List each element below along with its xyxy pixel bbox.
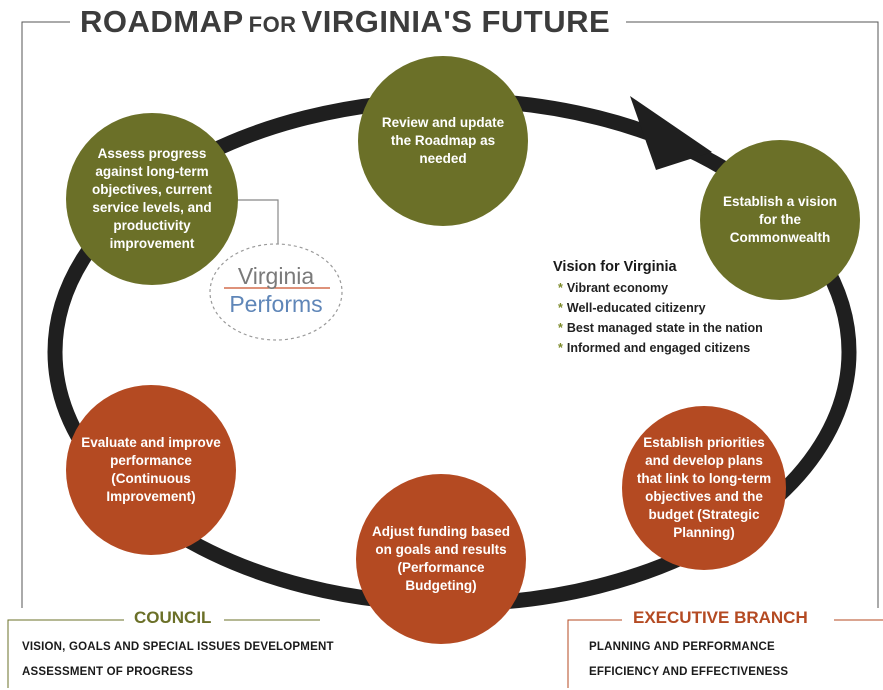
vision-item: *Informed and engaged citizens [553, 338, 763, 358]
title-part-3: VIRGINIA'S FUTURE [301, 4, 611, 39]
virginia-performs-outline [209, 243, 343, 341]
star-icon: * [558, 321, 563, 335]
step-review-circle: Review and update the Roadmap as needed [358, 56, 528, 226]
step-strategic-planning-text: Establish priorities and develop plans t… [636, 435, 772, 540]
star-icon: * [558, 341, 563, 355]
step-vision-text: Establish a vision for the Commonwealth [722, 194, 838, 245]
council-line-2: ASSESSMENT OF PROGRESS [22, 666, 194, 678]
council-title: COUNCIL [134, 608, 212, 627]
step-budgeting-circle: Adjust funding based on goals and result… [356, 474, 526, 644]
step-review-text: Review and update the Roadmap as needed [381, 115, 505, 166]
step-vision-circle: Establish a vision for the Commonwealth [700, 140, 860, 300]
step-assess-circle: Assess progress against long-term object… [66, 113, 238, 285]
executive-title: EXECUTIVE BRANCH [633, 608, 808, 627]
council-panel-border [7, 619, 320, 688]
step-strategic-planning-circle: Establish priorities and develop plans t… [622, 406, 786, 570]
virginia-performs-line1: Virginia [237, 263, 315, 289]
executive-panel-border [567, 619, 883, 688]
vision-item-text: Informed and engaged citizens [566, 341, 751, 355]
vision-item: *Well-educated citizenry [553, 298, 763, 318]
frame-right-line [626, 21, 879, 608]
step-budgeting-text: Adjust funding based on goals and result… [372, 524, 510, 593]
vision-heading: Vision for Virginia [553, 259, 677, 275]
star-icon: * [558, 281, 563, 295]
vision-item: *Best managed state in the nation [553, 318, 763, 338]
page-title: ROADMAP FOR VIRGINIA'S FUTURE [80, 4, 610, 40]
step-assess-text: Assess progress against long-term object… [91, 146, 213, 251]
vision-box: Vision for Virginia *Vibrant economy *We… [553, 259, 763, 358]
step-improvement-text: Evaluate and improve performance (Contin… [81, 435, 221, 504]
title-part-1: ROADMAP [80, 4, 244, 39]
vision-item: *Vibrant economy [553, 278, 763, 298]
step-improvement-circle: Evaluate and improve performance (Contin… [66, 385, 236, 555]
cycle-arrowhead [630, 96, 712, 170]
vision-item-text: Vibrant economy [566, 281, 669, 295]
connector-line [232, 199, 279, 258]
vision-item-text: Well-educated citizenry [566, 301, 706, 315]
virginia-performs-line2: Performs [229, 291, 323, 317]
frame-left-line [21, 21, 70, 608]
executive-line-1: PLANNING AND PERFORMANCE [589, 641, 775, 653]
executive-line-2: EFFICIENCY AND EFFECTIVENESS [589, 666, 789, 678]
vision-list: *Vibrant economy *Well-educated citizenr… [553, 278, 763, 358]
star-icon: * [558, 301, 563, 315]
council-line-1: VISION, GOALS AND SPECIAL ISSUES DEVELOP… [22, 641, 334, 653]
virginia-performs-logo: Virginia Performs [210, 248, 342, 343]
title-part-2: FOR [248, 12, 297, 37]
vision-item-text: Best managed state in the nation [566, 321, 763, 335]
